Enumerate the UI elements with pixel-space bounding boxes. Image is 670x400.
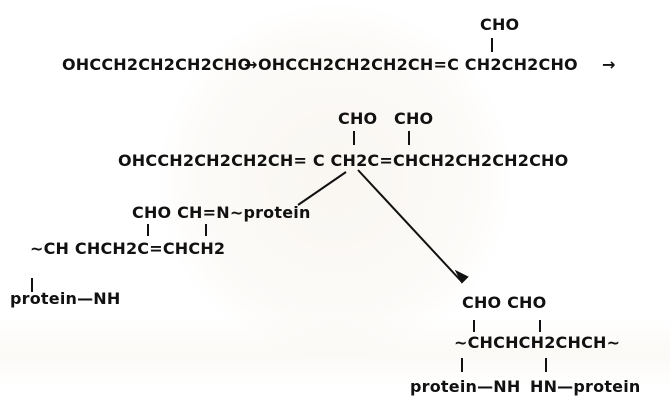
right-hn-protein: HN—protein bbox=[530, 377, 641, 396]
left-chain: ~CH CHCH2C=CHCH2 bbox=[30, 239, 226, 258]
left-protein-nh: protein—NH bbox=[10, 289, 121, 308]
line1-reactant: OHCCH2CH2CH2CHO bbox=[62, 55, 252, 74]
bond-line-5 bbox=[357, 169, 463, 283]
right-chain: ~CHCHCH2CHCH~ bbox=[454, 333, 621, 352]
line1-arrow2: → bbox=[602, 55, 616, 74]
line2-cho2: CHO bbox=[394, 109, 434, 128]
bond-line-4 bbox=[297, 171, 347, 206]
line2-cho1: CHO bbox=[338, 109, 378, 128]
right-top-labels: CHO CHO bbox=[462, 293, 547, 312]
line1-product: OHCCH2CH2CH2CH=C CH2CH2CHO bbox=[258, 55, 578, 74]
right-protein-nh: protein—NH bbox=[410, 377, 521, 396]
arrowhead bbox=[454, 269, 469, 284]
line2-main-chain: OHCCH2CH2CH2CH= C CH2C=CHCH2CH2CH2CHO bbox=[118, 151, 569, 170]
line1-arrow1: → bbox=[244, 55, 258, 74]
watermark-band bbox=[0, 318, 670, 388]
left-top-labels: CHO CH=N~protein bbox=[132, 203, 311, 222]
line1-cho: CHO bbox=[480, 15, 520, 34]
